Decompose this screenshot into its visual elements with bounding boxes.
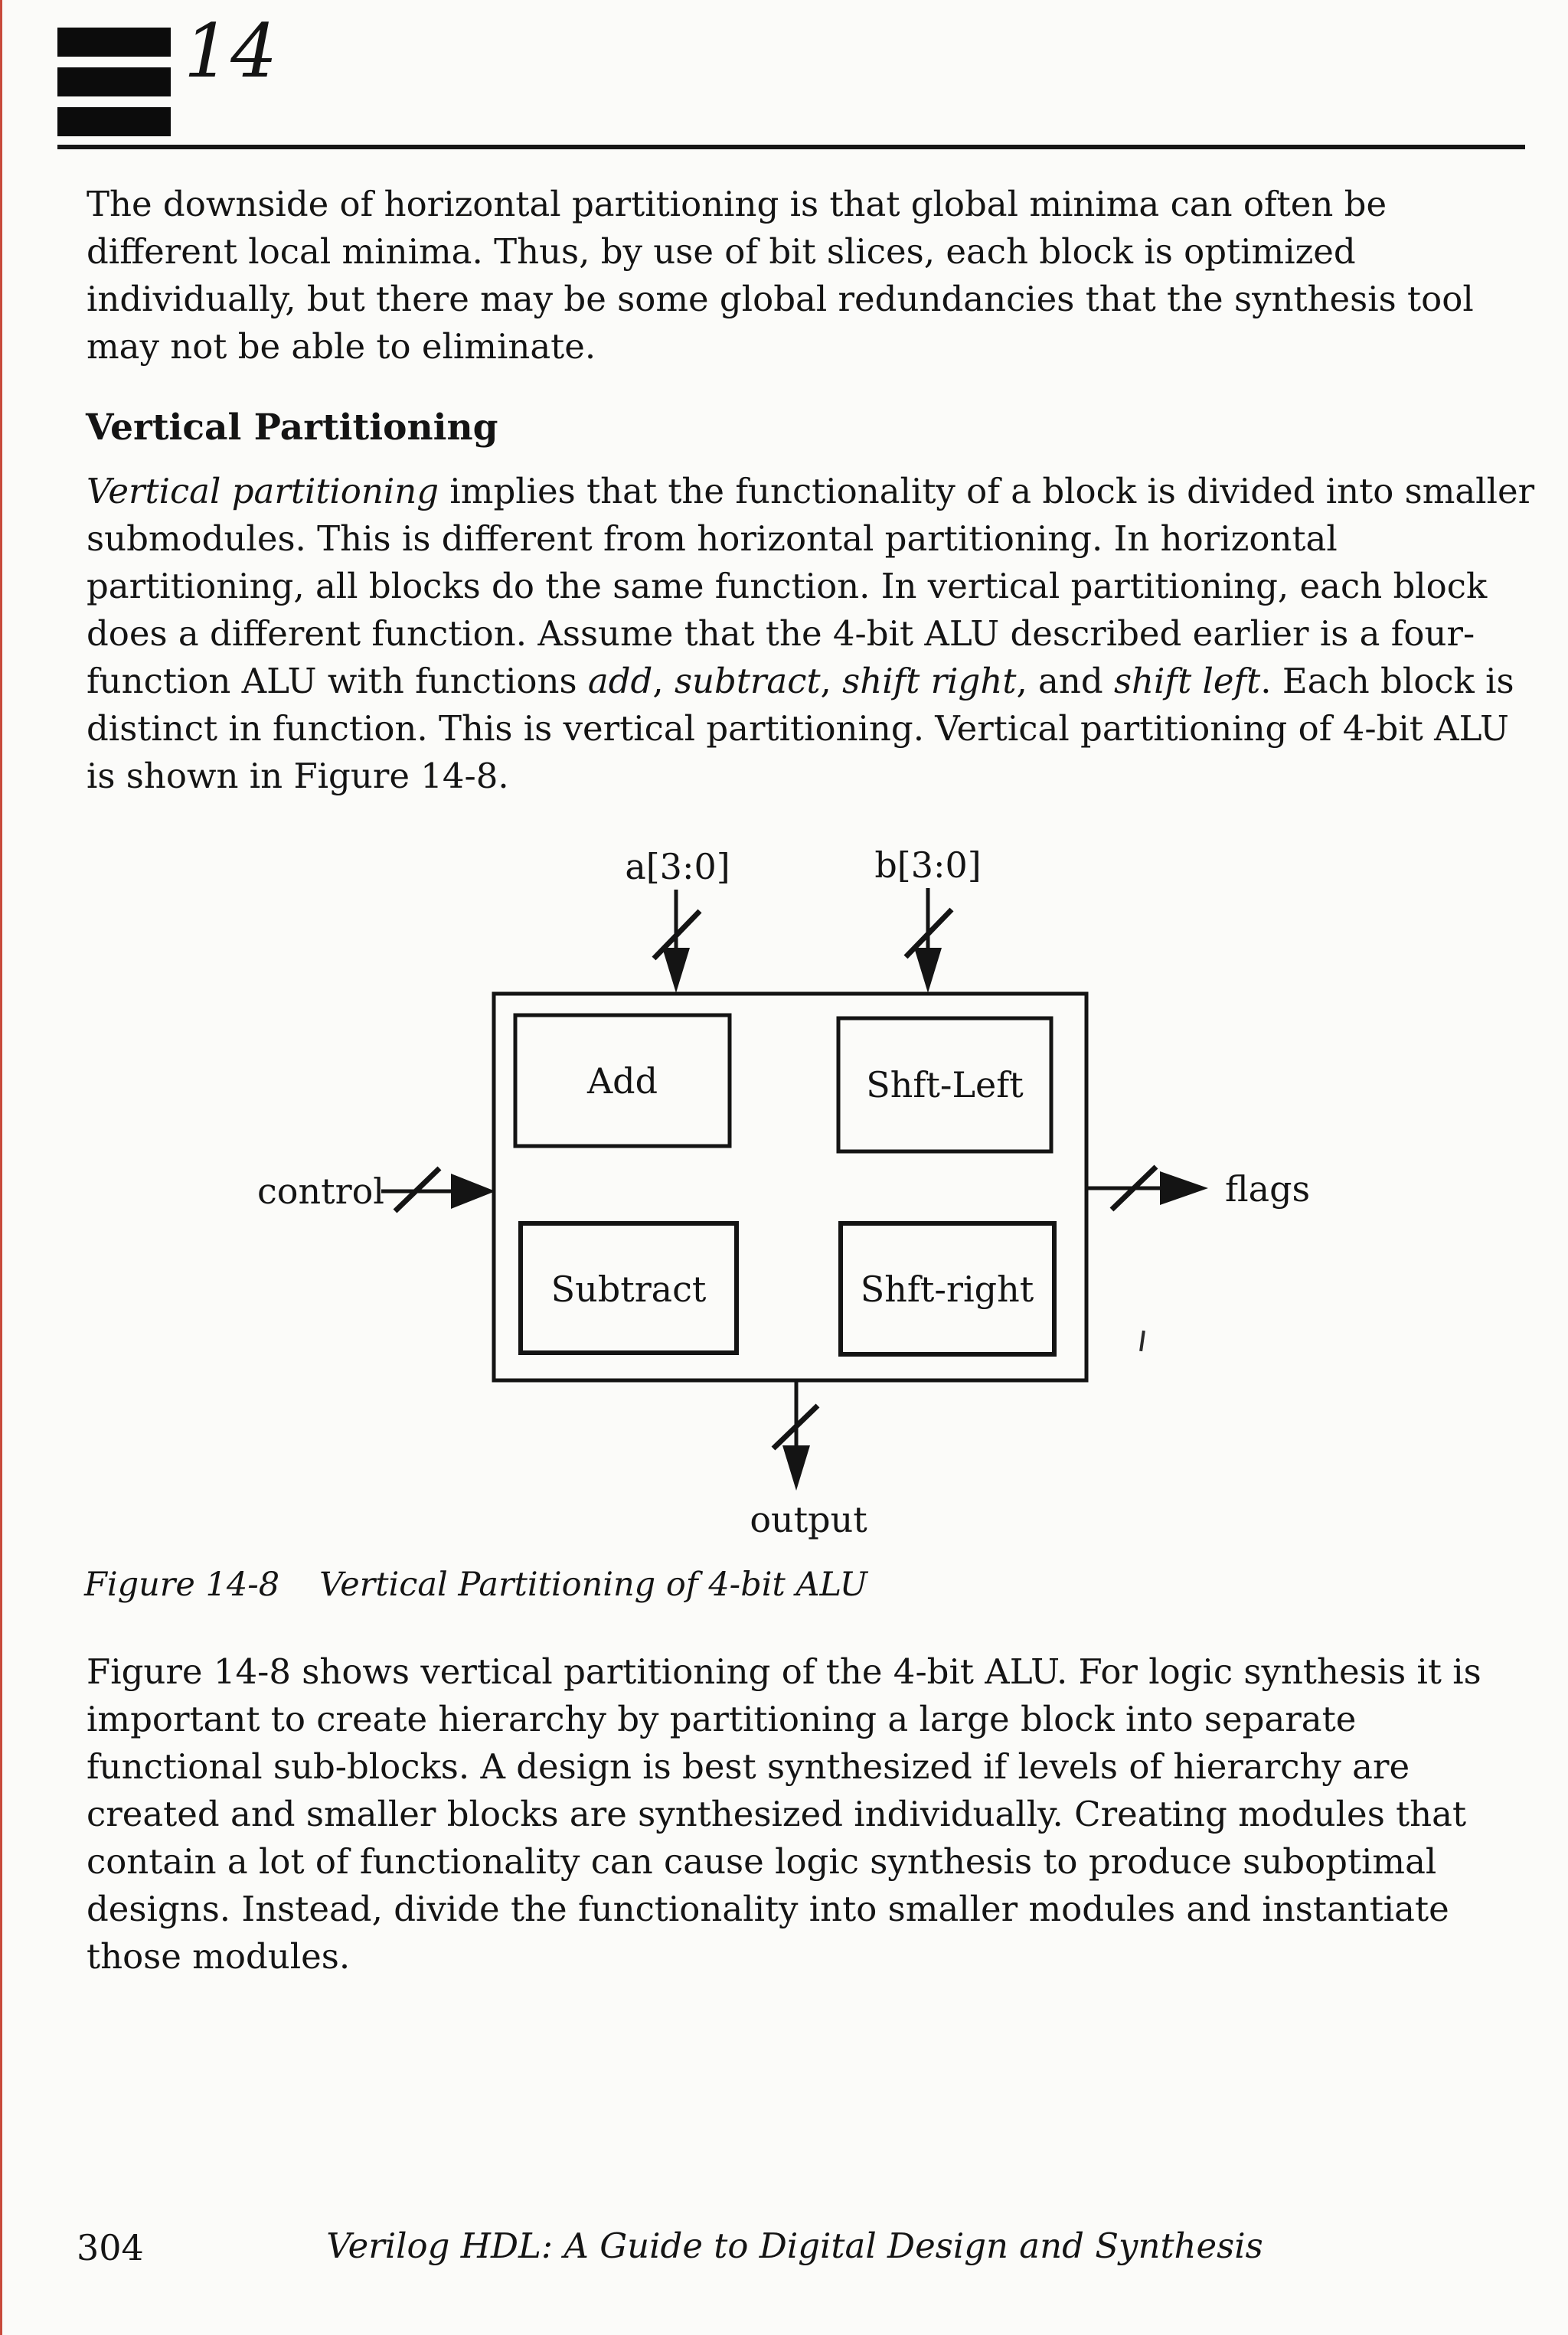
block-shift-left-label: Shft-Left xyxy=(866,1064,1024,1105)
page-number: 304 xyxy=(77,2227,144,2268)
italic-term: Vertical partitioning xyxy=(87,471,439,511)
text-line: partitioning, all blocks do the same fun… xyxy=(87,566,1488,606)
chapter-number: 14 xyxy=(184,8,278,94)
output-label: output xyxy=(750,1499,867,1540)
section-heading: Vertical Partitioning xyxy=(86,407,498,449)
chapter-bar xyxy=(57,28,171,57)
flags-slash xyxy=(1109,1164,1158,1212)
text-line: contain a lot of functionality can cause… xyxy=(87,1841,1437,1882)
paragraph-vertical-partitioning: Vertical partitioning implies that the f… xyxy=(87,468,1534,800)
figure-caption: Figure 14-8 Vertical Partitioning of 4-bi… xyxy=(84,1563,867,1606)
block-add-label: Add xyxy=(586,1060,658,1102)
header-rule xyxy=(57,145,1525,149)
arrowhead-right-flags xyxy=(1160,1171,1208,1205)
arrowhead-down-b xyxy=(914,948,942,993)
block-subtract xyxy=(518,1221,739,1355)
chapter-bar xyxy=(57,67,171,96)
block-subtract-label: Subtract xyxy=(551,1269,707,1310)
block-shift-right-label: Shft-right xyxy=(861,1269,1034,1310)
text-line: important to create hierarchy by partiti… xyxy=(87,1699,1357,1739)
text-segment: . Each block is xyxy=(1260,661,1514,701)
control-label: control xyxy=(257,1171,384,1212)
text-line: function ALU with functions add, subtrac… xyxy=(87,658,1534,705)
figure-caption-title: Vertical Partitioning of 4-bit ALU xyxy=(319,1566,867,1604)
text-line: does a different function. Assume that t… xyxy=(87,613,1475,654)
flags-label: flags xyxy=(1225,1168,1310,1210)
arrowhead-down-output xyxy=(782,1445,810,1491)
italic-term: add xyxy=(587,661,653,701)
italic-term: shift right xyxy=(842,661,1017,701)
scan-edge-artifact xyxy=(0,0,2,2335)
text-line: created and smaller blocks are synthesiz… xyxy=(87,1794,1467,1834)
arrowhead-down-a xyxy=(662,948,690,993)
running-footer-title: Verilog HDL: A Guide to Digital Design a… xyxy=(326,2226,1263,2266)
text-line: distinct in function. This is vertical p… xyxy=(87,708,1509,749)
text-segment: , xyxy=(820,661,843,701)
italic-term: shift left xyxy=(1113,661,1261,701)
block-shift-right xyxy=(838,1221,1057,1357)
paragraph-figure-discussion: Figure 14-8 shows vertical partitioning … xyxy=(87,1648,1481,1981)
bus-label-b: b[3:0] xyxy=(874,844,981,886)
figure-caption-number: Figure 14-8 xyxy=(84,1566,280,1604)
arrowhead-right-control xyxy=(451,1174,495,1209)
text-line: designs. Instead, divide the functionali… xyxy=(87,1889,1449,1929)
block-add xyxy=(513,1013,732,1148)
text-line: The downside of horizontal partitioning … xyxy=(87,184,1387,224)
bus-slash-a xyxy=(652,909,702,961)
text-line: those modules. xyxy=(87,1936,351,1977)
text-segment: implies that the functionality of a bloc… xyxy=(439,471,1535,511)
text-line: is shown in Figure 14-8. xyxy=(87,756,509,796)
chapter-marker-bars-icon xyxy=(57,28,171,147)
bus-slash-b xyxy=(903,907,954,959)
text-line: Vertical partitioning implies that the f… xyxy=(87,468,1534,515)
control-slash xyxy=(393,1166,442,1213)
alu-outer-box xyxy=(492,991,1089,1383)
text-segment: , and xyxy=(1016,661,1114,701)
text-line: submodules. This is different from horiz… xyxy=(87,518,1338,559)
text-segment: , xyxy=(652,661,675,701)
block-shift-left xyxy=(836,1016,1054,1154)
paragraph-horizontal-downside: The downside of horizontal partitioning … xyxy=(87,181,1474,371)
text-line: different local minima. Thus, by use of … xyxy=(87,231,1356,272)
chapter-bar xyxy=(57,107,171,136)
text-line: functional sub-blocks. A design is best … xyxy=(87,1746,1410,1787)
bus-label-a: a[3:0] xyxy=(625,846,730,887)
text-line: may not be able to eliminate. xyxy=(87,326,596,367)
output-slash xyxy=(771,1403,820,1451)
text-line: individually, but there may be some glob… xyxy=(87,279,1474,319)
figure-14-8-diagram: a[3:0] b[3:0] Add Shft-Left Subtract Shf… xyxy=(257,844,1310,1540)
text-segment: function ALU with functions xyxy=(87,661,588,701)
text-line: Figure 14-8 shows vertical partitioning … xyxy=(87,1651,1481,1692)
italic-term: subtract xyxy=(674,661,821,701)
